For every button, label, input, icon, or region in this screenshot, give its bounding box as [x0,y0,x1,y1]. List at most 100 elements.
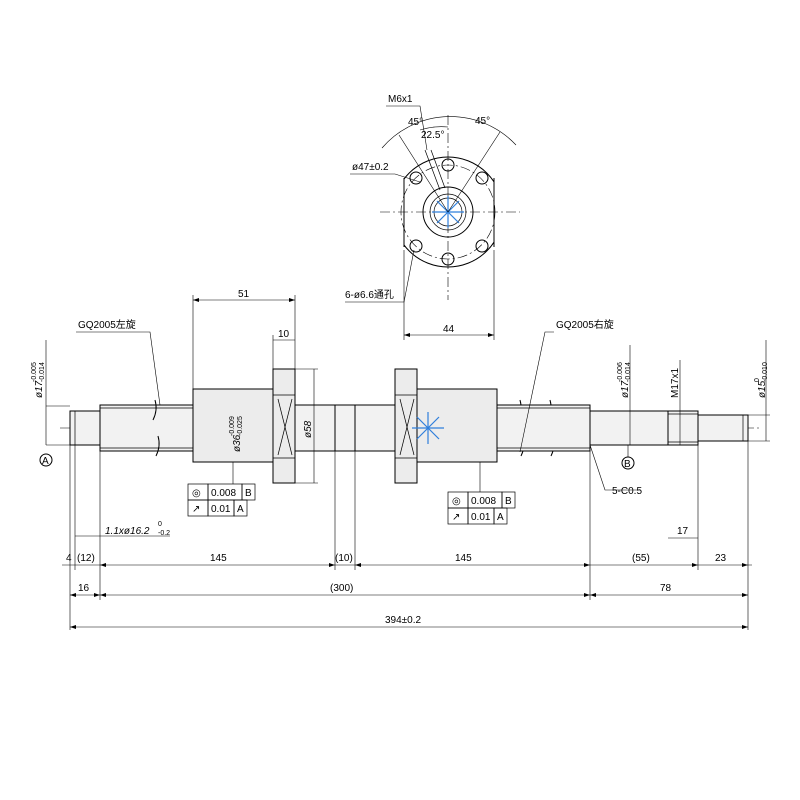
flange-dia-label: ø58 [303,420,314,438]
dim-4-label: 4 [66,553,72,564]
flange-end-view: 45° 45° 22.5° M6x1 ø47±0.2 6-ø6.6通孔 44 [345,94,520,340]
svg-text:-0.014: -0.014 [625,362,632,382]
angle-arc-small [419,126,449,131]
flange-outline [404,156,494,268]
pcd-label: ø47±0.2 [352,162,389,173]
left-journal [69,410,101,446]
nut-length-label: 51 [238,289,250,300]
dim-23-label: 23 [715,553,727,564]
svg-text:0.008: 0.008 [471,496,496,507]
left-nut-flange [272,368,296,484]
svg-text:B: B [505,496,512,507]
oil-hole-line [430,149,446,189]
middle-shaft-left [294,404,336,452]
svg-text:-0.009: -0.009 [229,416,236,436]
svg-text:A: A [237,504,244,515]
chamfer-label: 5-C0.5 [612,486,642,497]
dim-10-label: (10) [335,553,353,564]
svg-text:ø15: ø15 [757,380,768,398]
angle-left-label: 45° [408,117,423,128]
nut-dia-label: ø36 -0.009 -0.025 [229,416,244,452]
dim-145a-label: 145 [210,553,227,564]
right-journal [589,410,669,446]
nut-body-circle [422,186,474,238]
nut-bore-circle [429,193,467,231]
svg-text:0.01: 0.01 [471,512,491,523]
chamfer-leader [589,444,640,491]
left-shaft-leader [76,331,161,406]
right-shaft-label: GQ2005右旋 [556,318,614,331]
thread-section [667,410,699,446]
groove-up: 0 [158,521,162,528]
bolt-hole [409,239,423,253]
svg-text:↗: ↗ [192,504,200,515]
angle-arc [381,116,517,149]
left-dia-label: ø17 -0.005 -0.014 [31,362,46,398]
angle-small-label: 22.5° [421,130,444,141]
flange-thk-label: 10 [278,329,290,340]
svg-text:0.008: 0.008 [211,488,236,499]
angle-right-label: 45° [475,116,490,127]
left-shaft-label: GQ2005左旋 [78,318,136,331]
end-dia-label: ø15 0 -0.010 [754,362,769,398]
dim-55-label: (55) [632,553,650,564]
svg-text:-0.025: -0.025 [237,416,244,436]
dim-300-label: (300) [330,583,353,594]
datum-a-label: A [42,456,49,467]
svg-text:↗: ↗ [452,512,460,523]
dim-17-label: 17 [677,526,689,537]
bolt-hole [409,171,423,185]
holes-label: 6-ø6.6通孔 [345,289,394,301]
left-nut-body [192,388,274,463]
middle-shaft-right [354,404,396,452]
shaft-side-view: GQ2005左旋 GQ2005右旋 ø17 -0.005 -0.014 A B … [31,289,770,540]
angle-ray [398,134,449,213]
datum-b-label: B [624,459,631,470]
angle-ray [447,131,501,213]
width-label: 44 [443,324,455,335]
bolt-hole [475,171,489,185]
svg-text:-0.014: -0.014 [39,362,46,382]
oil-hole-line [424,149,441,191]
right-dia-label: ø17 -0.006 -0.014 [617,362,632,398]
svg-text:0: 0 [754,378,761,382]
svg-text:A: A [497,512,504,523]
thread-label: M6x1 [388,94,413,105]
svg-text:M17x1: M17x1 [670,368,681,398]
svg-text:◎: ◎ [452,496,461,507]
left-screw-shaft [99,404,196,452]
right-nut-body [416,388,498,463]
dimension-chains: 4 (12) 145 (10) 145 (55) 23 16 (300) 78 … [62,441,752,630]
move-cursor-icon [412,412,444,444]
svg-text:ø17: ø17 [620,380,631,398]
datum-a-circle [39,453,53,467]
bolt-hole [441,252,455,266]
bolt-hole [475,239,489,253]
middle-spacer [334,404,356,452]
svg-text:ø58: ø58 [303,420,314,438]
right-shaft-leader [519,331,554,453]
groove-low: -0.2 [158,530,170,537]
right-nut-flange [394,368,418,484]
tolerance-frame-right: ◎ 0.008 B ↗ 0.01 A [447,462,516,525]
thread-leader [386,105,428,151]
svg-text:B: B [245,488,252,499]
svg-text:◎: ◎ [192,488,201,499]
end-thread-label: M17x1 [670,368,681,398]
svg-text:ø17: ø17 [34,380,45,398]
svg-text:0.01: 0.01 [211,504,231,515]
svg-text:-0.006: -0.006 [617,362,624,382]
tolerance-frame-left: ◎ 0.008 B ↗ 0.01 A [187,462,256,517]
dim-394-label: 394±0.2 [385,615,422,626]
right-screw-shaft [496,404,591,452]
dim-145b-label: 145 [455,553,472,564]
end-journal [697,414,749,442]
svg-text:-0.005: -0.005 [31,362,38,382]
svg-text:-0.010: -0.010 [762,362,769,382]
dim-78-label: 78 [660,583,672,594]
break-mark [152,399,160,457]
bolt-hole [441,158,455,172]
dim-12-label: (12) [77,553,95,564]
